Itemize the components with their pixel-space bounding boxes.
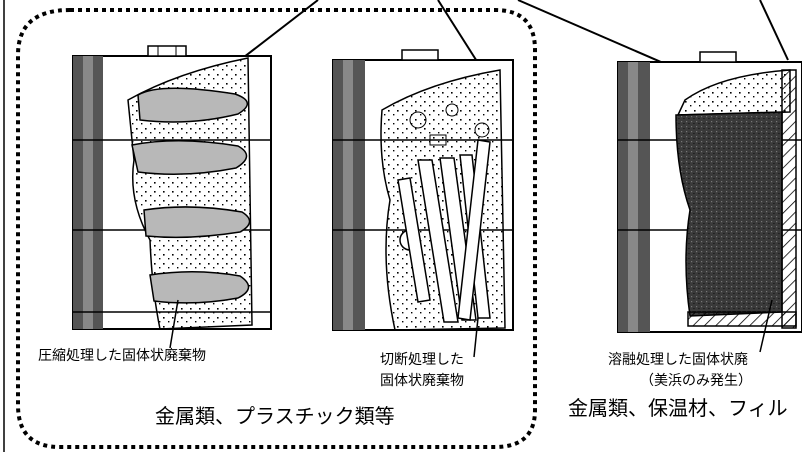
label-cut-line1: 切断処理した <box>380 352 464 368</box>
drum-cut <box>332 49 514 358</box>
label-cut-line2: 固体状廃棄物 <box>380 373 464 389</box>
group1-dashed-border <box>16 8 537 449</box>
label-compressed: 圧縮処理した固体状廃棄物 <box>38 348 206 364</box>
label-group1: 金属類、プラスチック類等 <box>155 404 395 428</box>
label-group2: 金属類、保温材、フィル <box>568 396 788 420</box>
drum-compressed <box>72 45 272 349</box>
pointer-line-4 <box>759 0 789 61</box>
drum-melted <box>617 51 802 353</box>
label-melted-line1: 溶融処理した固体状廃 <box>608 352 748 368</box>
label-melted-line2: （美浜のみ発生） <box>640 373 752 389</box>
